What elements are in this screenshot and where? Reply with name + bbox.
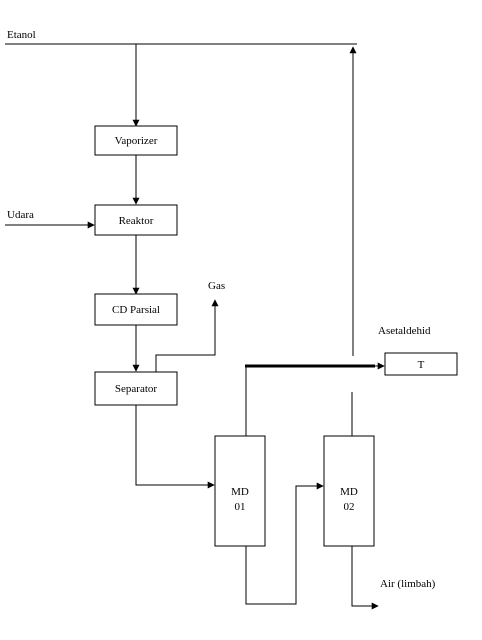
udara-label: Udara	[7, 209, 34, 221]
md01-bottom-to-md02-arrow	[245, 482, 324, 605]
asetaldehid-label: Asetaldehid	[378, 325, 431, 337]
md02-bottom-to-waste-arrow	[351, 546, 379, 610]
tank-unit: T	[384, 352, 458, 376]
md01-label-line2: 01	[235, 501, 246, 513]
md02-label-line1: MD	[340, 486, 358, 498]
reaktor-label: Reaktor	[119, 215, 154, 227]
vaporizer-unit: Vaporizer	[94, 125, 178, 156]
tank-label: T	[418, 359, 425, 371]
vaporizer-label: Vaporizer	[115, 135, 158, 147]
separator-gas-outlet-arrow	[155, 299, 219, 372]
etanol-label: Etanol	[7, 29, 36, 41]
separator-unit: Separator	[94, 371, 178, 406]
cd-parsial-label: CD Parsial	[112, 304, 160, 316]
md02-label-line2: 02	[344, 501, 355, 513]
air-limbah-label: Air (limbah)	[380, 578, 436, 590]
separator-label: Separator	[115, 383, 157, 395]
separator-to-md01-arrow	[135, 405, 215, 489]
md02-column: MD 02	[323, 435, 375, 547]
gas-label: Gas	[208, 280, 225, 292]
cd-parsial-unit: CD Parsial	[94, 293, 178, 326]
md01-column: MD 01	[214, 435, 266, 547]
reaktor-unit: Reaktor	[94, 204, 178, 236]
md01-label-line1: MD	[231, 486, 249, 498]
